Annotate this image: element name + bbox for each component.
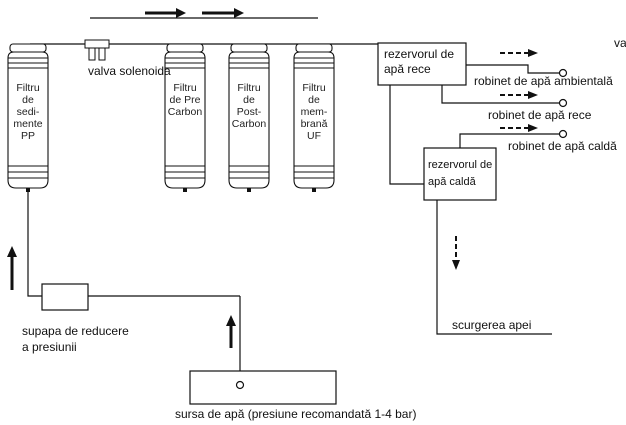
filter-label-line: de Pre [169,94,201,106]
solenoid-valve-icon [84,39,110,61]
pressure-valve-label-line1: supapa de reducere [22,324,129,338]
ambient-tap-label: robinet de apă ambientală [474,74,613,88]
pipe-ambient-tap [466,64,560,74]
filter-label-line: Filtru [237,82,261,94]
filter-label-line: brană [300,118,328,130]
drain-label: scurgerea apei [452,318,532,332]
hot-tap-icon [558,129,568,139]
filter-label-line: Filtru [16,82,40,94]
cold-tap-icon [558,98,568,108]
cold-tank-label-line1: rezervorul de [384,47,455,61]
filter-label-line: Filtru [302,82,326,94]
ambient-tap-icon [558,68,568,78]
arrow-up-left [7,246,17,290]
filter-cartridge-sediment [7,43,49,192]
filter-label-line: Post- [236,106,262,118]
pipe-cold-tap [441,85,560,104]
pipe-source-to-valve [27,192,42,297]
water-source-box [189,370,337,405]
hot-tank-label-line1: rezervorul de [428,159,493,171]
hot-tap-label: robinet de apă caldă [508,139,617,153]
filter-cartridge-post-carbon [228,43,270,192]
dashed-arrow-ambient [500,49,538,57]
pipe-cold-to-hot [389,85,424,185]
filters-group [7,43,335,192]
flow-arrow-2 [202,8,244,18]
filter-label-line: de [243,94,255,106]
filter-cartridge-pre-carbon [164,43,206,192]
hot-tank-label-line2: apă caldă [428,176,476,188]
cold-tank-label-line2: apă rece [384,62,431,76]
water-source-label: sursa de apă (presiune recomandată 1-4 b… [175,407,417,421]
filter-label-line: de [308,94,320,106]
filter-label-line: de [22,94,34,106]
dashed-arrow-hot [500,124,538,132]
pipe-drain [436,200,552,335]
cold-tap-label: robinet de apă rece [488,108,592,122]
filter-cartridge-uf [293,43,335,192]
cold-tank-box [377,42,467,86]
dashed-arrow-drain [452,236,460,270]
filter-label-line: UF [307,130,321,142]
hot-tank-box [423,147,497,201]
filter-label-line: Carbon [231,118,267,130]
dashed-arrow-cold [500,91,538,99]
filter-label-line: mem- [300,106,328,118]
filter-label-line: mente [13,118,43,130]
filter-label-line: Carbon [167,106,203,118]
pressure-valve-label-line2: a presiunii [22,340,77,354]
arrow-up-right [226,315,236,348]
filter-label-line: sedi- [16,106,40,118]
pressure-valve-box [41,283,89,311]
cut-off-label: va [614,36,626,50]
solenoid-valve-label: valva solenoida [88,64,171,78]
pipe-hot-tap [459,133,560,148]
flow-arrow-1 [145,8,186,18]
water-source-outlet-icon [235,380,245,390]
filter-label-line: Filtru [173,82,197,94]
filter-label-line: PP [20,130,35,142]
